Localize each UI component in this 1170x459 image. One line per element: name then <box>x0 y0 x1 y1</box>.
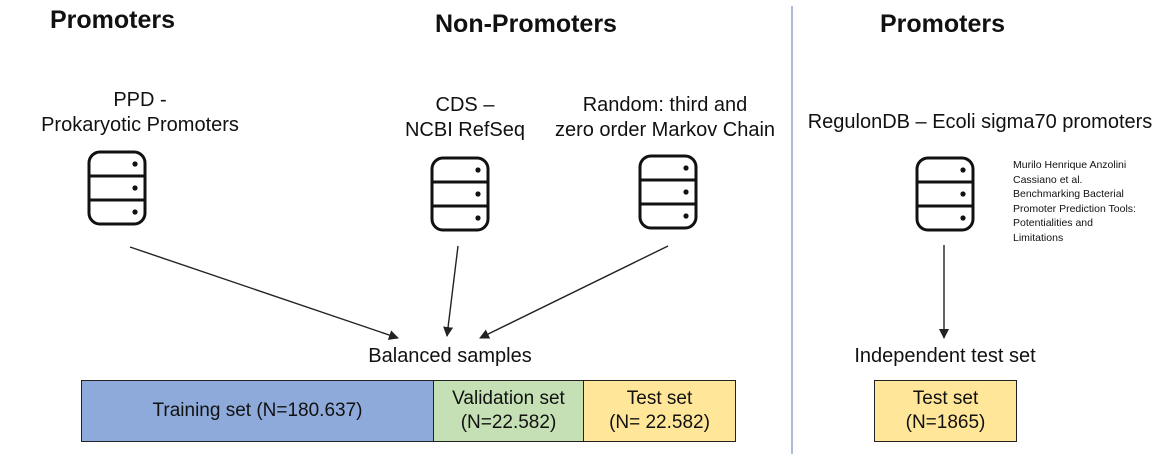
independent-test-set-count: (N=1865) <box>905 412 986 433</box>
heading-promoters-right: Promoters <box>880 10 1006 38</box>
database-icon <box>87 150 147 226</box>
reference-line-6: Limitations <box>1013 231 1064 244</box>
reference-line-4: Promoter Prediction Tools: <box>1013 202 1136 215</box>
balanced-samples-label: Balanced samples <box>368 345 532 367</box>
source-ppd-line-2: Prokaryotic Promoters <box>41 114 239 136</box>
source-random-label: Random: third and zero order Markov Chai… <box>545 93 785 143</box>
database-icon <box>430 156 490 232</box>
arrow-ppd-to-balanced <box>129 246 399 340</box>
heading-promoters-left: Promoters <box>50 6 176 34</box>
reference-line-5: Potentialities and <box>1013 217 1093 229</box>
source-ppd-line-1: PPD - <box>113 89 167 111</box>
reference-line-3: Benchmarking Bacterial <box>1013 188 1124 200</box>
source-cds-line-1: CDS – <box>435 94 495 116</box>
reference-line-2: Cassiano et al. <box>1013 173 1083 186</box>
source-regulondb-line-1: RegulonDB – Ecoli sigma70 promoters <box>807 111 1153 133</box>
validation-set-box: Validation set (N=22.582) <box>433 380 584 442</box>
validation-set-count: (N=22.582) <box>460 412 557 433</box>
reference-citation: Murilo Henrique Anzolini Cassiano et al.… <box>1013 158 1136 245</box>
training-set-box: Training set (N=180.637) <box>81 380 434 442</box>
source-cds-line-2: NCBI RefSeq <box>404 119 526 141</box>
test-set-count: (N= 22.582) <box>609 412 710 433</box>
independent-test-set-title: Test set <box>912 388 979 409</box>
database-icon <box>915 156 975 232</box>
test-set-box: Test set (N= 22.582) <box>583 380 736 442</box>
test-set-title: Test set <box>626 388 693 409</box>
arrow-cds-to-balanced <box>443 245 459 337</box>
independent-test-set-label: Independent test set <box>854 345 1036 367</box>
training-set-text: Training set (N=180.637) <box>152 400 363 421</box>
source-cds-label: CDS – NCBI RefSeq <box>385 93 545 143</box>
section-divider <box>791 6 793 454</box>
reference-line-1: Murilo Henrique Anzolini <box>1013 159 1127 171</box>
arrow-random-to-balanced <box>479 245 669 339</box>
heading-non-promoters: Non-Promoters <box>435 10 617 38</box>
source-random-line-2: zero order Markov Chain <box>554 119 776 141</box>
database-icon <box>638 154 698 230</box>
validation-set-title: Validation set <box>452 388 565 409</box>
independent-test-set-box: Test set (N=1865) <box>874 380 1017 442</box>
source-random-line-1: Random: third and <box>582 94 748 116</box>
source-regulondb-label: RegulonDB – Ecoli sigma70 promoters <box>800 110 1160 135</box>
source-ppd-label: PPD - Prokaryotic Promoters <box>40 88 240 138</box>
